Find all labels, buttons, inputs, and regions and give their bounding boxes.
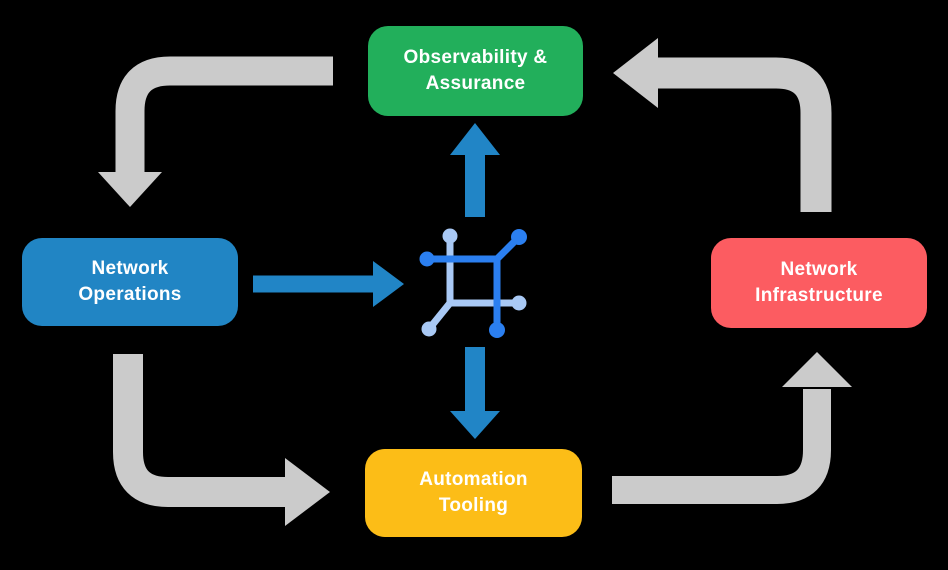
icon-node-dot [511,229,527,245]
node-label-line: Automation [419,469,528,490]
icon-node-dot [419,251,435,267]
node-label-line: Observability & [403,47,548,68]
node-label-line: Infrastructure [755,285,883,306]
icon-node-dot [511,295,527,311]
node-label-line: Operations [78,284,182,305]
gray-arrow-infrastructure-to-observability [613,38,832,212]
arrowhead-left-icon [613,38,658,108]
arrowhead-down-icon [450,411,500,439]
arrowhead-up-icon [782,352,852,387]
icon-node-dot [421,321,437,337]
node-label-line: Network [780,259,858,280]
arrowhead-right-icon [285,458,330,526]
node-label-line: Assurance [425,73,526,94]
gray-arrow-automation-to-infrastructure [612,352,852,504]
gray-arrow-observability-to-operations [98,56,333,207]
gray-arrow-operations-to-automation [113,354,330,526]
arrowhead-down-icon [98,172,162,207]
icon-node-dot [489,322,505,338]
node-observability-assurance: Observability & Assurance [368,26,583,116]
icon-node-dot [442,228,458,244]
arrow-shaft [113,354,287,507]
arrow-shaft [656,57,832,212]
node-label-line: Network [91,258,169,279]
arrow-shaft [115,56,333,174]
arrowhead-up-icon [450,123,500,155]
node-label-line: Tooling [438,495,509,516]
node-network-operations: Network Operations [22,238,238,326]
blue-arrow-center-to-observability [450,123,500,217]
arrowhead-right-icon [373,261,404,307]
node-network-infrastructure: Network Infrastructure [711,238,927,328]
node-automation-tooling: Automation Tooling [365,449,582,537]
blue-arrow-operations-to-center [253,261,404,307]
blue-arrow-center-to-automation [450,347,500,439]
arrow-shaft [612,389,831,504]
network-mesh-icon [419,228,527,338]
